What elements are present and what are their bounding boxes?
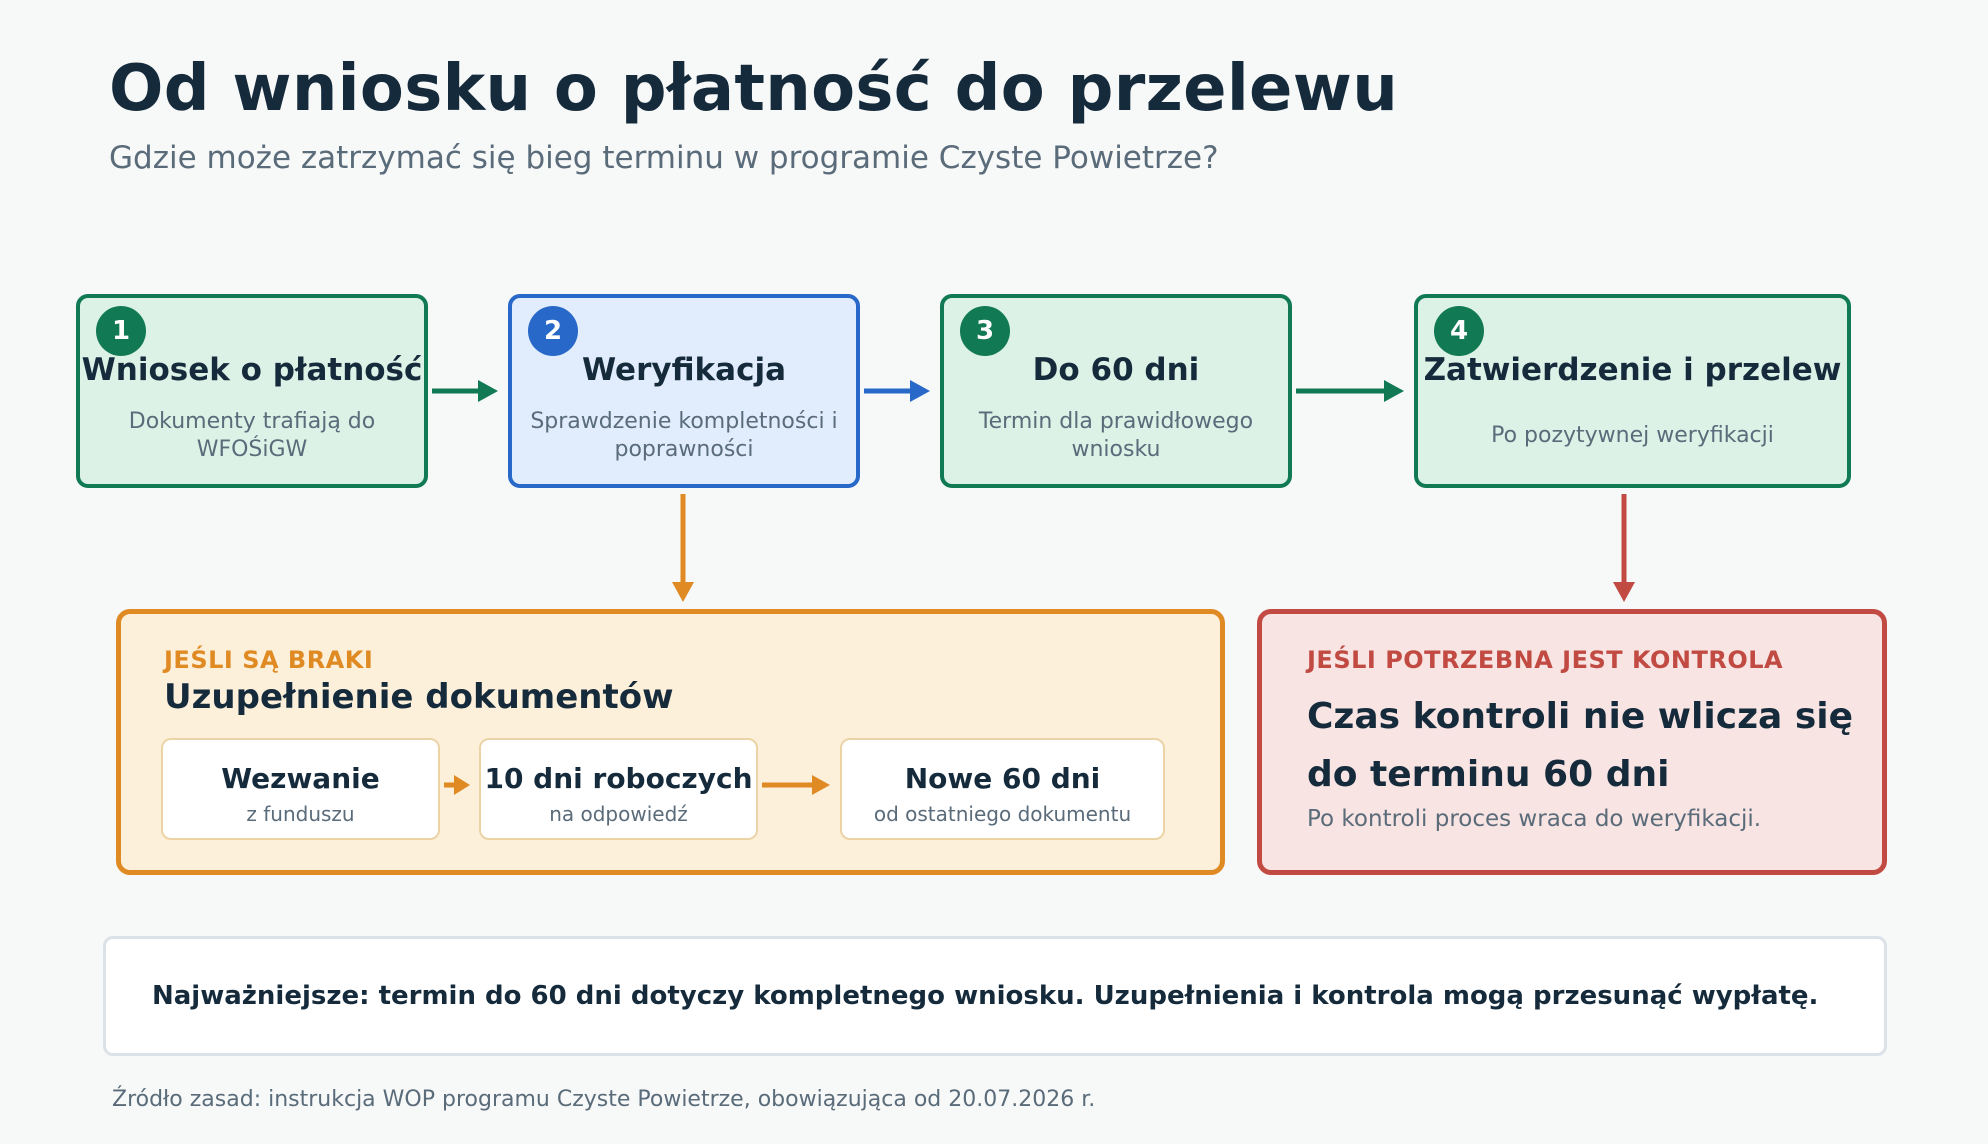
mini-box-10-dni: 10 dni roboczych na odpowiedź	[479, 738, 758, 840]
mini-box-nowe-60-dni: Nowe 60 dni od ostatniego dokumentu	[840, 738, 1165, 840]
panel-title: Czas kontroli nie wlicza się do terminu …	[1307, 696, 1854, 795]
panel-note: Po kontroli proces wraca do weryfikacji.	[1307, 806, 1762, 832]
step-title: Weryfikacja	[581, 352, 787, 388]
source-note: Źródło zasad: instrukcja WOP programu Cz…	[112, 1087, 1096, 1112]
step-title: Wniosek o płatność	[81, 352, 423, 388]
missing-documents-panel: JEŚLI SĄ BRAKI Uzupełnienie dokumentów W…	[116, 609, 1225, 875]
panel-kicker: JEŚLI POTRZEBNA JEST KONTROLA	[1307, 646, 1784, 674]
mini-box-title: Nowe 60 dni	[904, 762, 1101, 795]
mini-box-title: 10 dni roboczych	[484, 762, 753, 795]
step-description: Termin dla prawidłowego wniosku	[978, 409, 1254, 462]
mini-box-subtitle: z funduszu	[246, 802, 355, 826]
step-description: Po pozytywnej weryfikacji	[1491, 423, 1774, 448]
step-description: Sprawdzenie kompletności i poprawności	[530, 409, 838, 462]
arrow-right-icon	[1296, 380, 1404, 402]
summary-box: Najważniejsze: termin do 60 dni dotyczy …	[103, 936, 1887, 1056]
panel-kicker: JEŚLI SĄ BRAKI	[164, 646, 374, 674]
summary-text: Najważniejsze: termin do 60 dni dotyczy …	[152, 981, 1819, 1011]
arrow-down-icon	[1613, 494, 1635, 602]
step-2-box: 2 Weryfikacja Sprawdzenie kompletności i…	[508, 294, 860, 488]
step-4-box: 4 Zatwierdzenie i przelew Po pozytywnej …	[1414, 294, 1851, 488]
step-title: Zatwierdzenie i przelew	[1423, 352, 1842, 388]
step-number-badge: 1	[96, 306, 146, 356]
arrow-right-icon	[432, 380, 498, 402]
step-title: Do 60 dni	[1032, 352, 1200, 388]
page-title: Od wniosku o płatność do przelewu	[109, 52, 1399, 126]
arrow-down-icon	[672, 494, 694, 602]
mini-box-wezwanie: Wezwanie z funduszu	[161, 738, 440, 840]
mini-box-subtitle: na odpowiedź	[549, 802, 688, 826]
page-subtitle: Gdzie może zatrzymać się bieg terminu w …	[109, 140, 1219, 176]
step-number-badge: 4	[1434, 306, 1484, 356]
mini-box-title: Wezwanie	[221, 762, 380, 795]
inspection-panel: JEŚLI POTRZEBNA JEST KONTROLA Czas kontr…	[1257, 609, 1887, 875]
mini-box-subtitle: od ostatniego dokumentu	[873, 802, 1132, 826]
step-number-badge: 3	[960, 306, 1010, 356]
step-3-box: 3 Do 60 dni Termin dla prawidłowego wnio…	[940, 294, 1292, 488]
step-1-box: 1 Wniosek o płatność Dokumenty trafiają …	[76, 294, 428, 488]
step-number-badge: 2	[528, 306, 578, 356]
step-description: Dokumenty trafiają do WFOŚiGW	[128, 409, 376, 462]
arrow-right-icon	[864, 380, 930, 402]
panel-title: Uzupełnienie dokumentów	[164, 677, 674, 717]
